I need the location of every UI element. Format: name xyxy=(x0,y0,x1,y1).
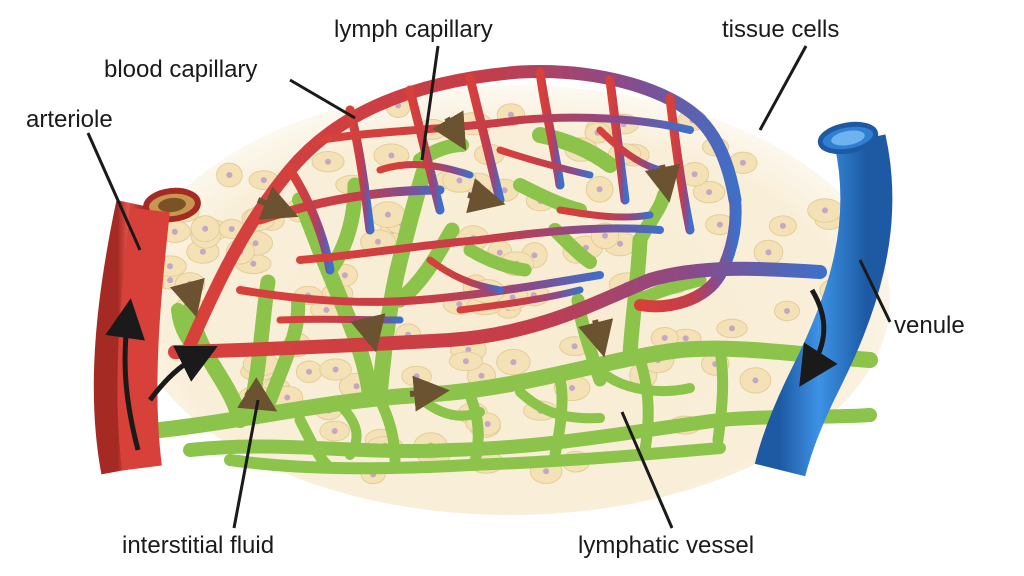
cell-nucleus xyxy=(682,335,689,342)
cell-nucleus xyxy=(306,368,312,375)
cell-nucleus xyxy=(341,272,348,279)
label-tissue-cells: tissue cells xyxy=(722,16,840,43)
cell-nucleus xyxy=(199,248,206,255)
label-venule: venule xyxy=(894,312,965,339)
cell-nucleus xyxy=(478,372,485,379)
cell-nucleus xyxy=(507,111,514,118)
leader-line-interstitial-fluid xyxy=(232,399,260,529)
fluid-arrow xyxy=(169,277,205,318)
fluid-arrow xyxy=(432,110,467,151)
fluid-arrow xyxy=(466,178,506,214)
venule-flow-arrow xyxy=(799,288,838,387)
cell-nucleus xyxy=(388,152,395,159)
cell-nucleus xyxy=(496,249,503,256)
cell-nucleus xyxy=(413,373,420,380)
fluid-arrow xyxy=(644,163,681,203)
cell-nucleus xyxy=(661,334,668,341)
cell-nucleus xyxy=(484,421,491,427)
leader-line-blood-capillary xyxy=(289,78,356,120)
blood-capillary-network xyxy=(168,65,827,359)
cell-nucleus xyxy=(456,301,463,308)
label-lymph-capillary: lymph capillary xyxy=(334,16,493,43)
cell-nucleus xyxy=(571,343,578,350)
cell-nucleus xyxy=(822,207,828,214)
lymphatic-vessel xyxy=(152,340,878,438)
leader-line-tissue-cells xyxy=(758,45,808,131)
cell-nucleus xyxy=(784,308,790,314)
fluid-arrow xyxy=(256,186,299,220)
arteriole-flow-arrow xyxy=(105,298,145,451)
leader-line-lymph-capillary xyxy=(420,45,440,161)
cell-nucleus xyxy=(752,377,759,384)
cell-nucleus xyxy=(284,394,291,401)
cell-nucleus xyxy=(202,225,209,232)
cell-nucleus xyxy=(716,221,723,228)
cell-nucleus xyxy=(456,177,463,184)
cell-nucleus xyxy=(509,294,516,301)
cell-nucleus xyxy=(331,428,338,434)
arteriole xyxy=(93,187,218,475)
cell-nucleus xyxy=(739,159,746,166)
cell-nucleus xyxy=(250,260,257,267)
leader-line-lymphatic-vessel xyxy=(620,411,674,529)
cell-nucleus xyxy=(462,358,469,365)
cell-nucleus xyxy=(706,189,713,196)
cell-nucleus xyxy=(375,238,381,245)
leader-lines xyxy=(86,45,892,529)
cell-nucleus xyxy=(384,211,391,218)
cell-nucleus xyxy=(228,226,235,232)
cell-nucleus xyxy=(465,346,472,353)
fluid-arrow xyxy=(409,375,450,412)
fluid-arrow xyxy=(578,318,614,358)
cell-nucleus xyxy=(596,186,603,193)
cell-nucleus xyxy=(167,263,173,270)
venule xyxy=(754,121,893,477)
cell-nucleus xyxy=(332,366,339,373)
fluid-arrow xyxy=(350,313,386,353)
cell-nucleus xyxy=(602,232,608,239)
leader-line-arteriole xyxy=(86,132,142,251)
cell-nucleus xyxy=(260,177,267,184)
interstitial-fluid-arrows xyxy=(169,110,681,412)
cell-nucleus xyxy=(531,252,538,259)
label-arteriole: arteriole xyxy=(26,106,113,133)
cell-nucleus xyxy=(323,306,330,313)
cell-nucleus xyxy=(167,277,174,284)
label-interstitial-fluid: interstitial fluid xyxy=(122,532,275,559)
cell-nucleus xyxy=(779,222,786,229)
cell-nucleus xyxy=(729,325,735,332)
cell-nucleus xyxy=(252,240,259,247)
cell-nucleus xyxy=(171,228,178,235)
leader-line-venule xyxy=(858,259,892,323)
cell-nucleus xyxy=(569,385,576,391)
cell-nucleus xyxy=(325,158,331,165)
label-lymphatic-vessel: lymphatic vessel xyxy=(578,532,755,559)
cell-nucleus xyxy=(543,468,550,475)
cell-nucleus xyxy=(617,240,624,247)
cell-nucleus xyxy=(691,171,698,178)
cell-nucleus xyxy=(765,249,772,256)
cell-nucleus xyxy=(353,383,360,390)
cell-nucleus xyxy=(226,172,233,178)
label-blood-capillary: blood capillary xyxy=(104,56,258,83)
cell-nucleus xyxy=(510,359,517,366)
